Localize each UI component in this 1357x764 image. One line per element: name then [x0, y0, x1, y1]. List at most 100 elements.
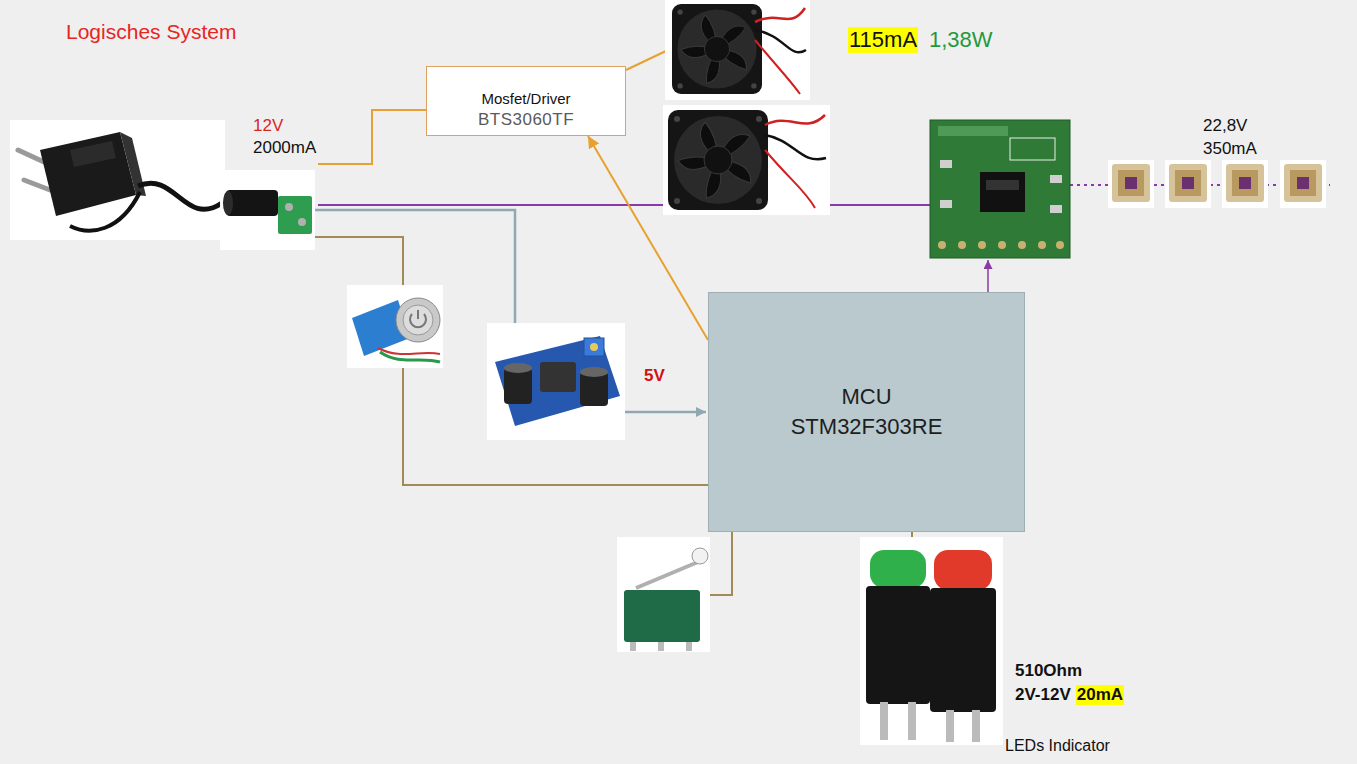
- supply-wire-orange: [318, 110, 426, 164]
- micro-switch-picture: [658, 642, 664, 651]
- fan-picture: [765, 135, 826, 159]
- led-driver-board-picture: [1010, 138, 1055, 160]
- box-text: MCU STM32F303RE: [791, 382, 943, 441]
- uv-led-picture: [1108, 160, 1326, 208]
- led-driver-board-picture: [1050, 175, 1062, 183]
- power-adapter-picture: [70, 141, 116, 167]
- indicator-lamp-picture: [870, 550, 926, 588]
- uv-led-picture: [1125, 177, 1137, 189]
- label-anchor: 12V: [253, 116, 283, 136]
- supply-wire-orange: [626, 50, 668, 70]
- led-driver-board-picture: [930, 120, 1070, 258]
- led-driver-board-picture: [938, 241, 946, 249]
- power-adapter-picture: [70, 192, 140, 231]
- uv-led-picture: [1226, 164, 1264, 202]
- buck-converter-picture: [580, 367, 608, 377]
- dc-jack-picture: [220, 170, 315, 250]
- power-wire-purple: [318, 204, 665, 206]
- value-label: 115mA: [848, 27, 918, 53]
- uv-led-picture: [1284, 164, 1322, 202]
- uv-led-picture: [1165, 160, 1211, 208]
- value-label: 20mA: [1076, 685, 1124, 705]
- uv-led-picture: [1222, 160, 1268, 208]
- power-adapter-picture: [138, 183, 222, 209]
- indicator-lamp-picture: [930, 588, 996, 712]
- dc-jack-picture: [285, 203, 293, 211]
- push-button-picture: [347, 285, 443, 368]
- value-label: 2V-12V: [1015, 685, 1071, 705]
- led-driver-board-picture: [980, 172, 1025, 212]
- box-text: BTS3060TF: [478, 109, 574, 130]
- indicator-lamp-picture: [880, 702, 888, 740]
- uv-led-picture: [1297, 177, 1309, 189]
- value-label: LEDs Indicator: [1005, 737, 1110, 755]
- led-driver-board-picture: [958, 241, 966, 249]
- label-anchor: 2V-12V: [1015, 685, 1071, 705]
- value-label: 1,38W: [929, 27, 993, 53]
- fan-picture: [755, 40, 800, 94]
- value-label: 2000mA: [253, 138, 316, 158]
- power-adapter-picture: [18, 150, 44, 162]
- mcu-box: MCU STM32F303RE: [708, 292, 1025, 532]
- indicator-lamp-picture: [946, 710, 954, 742]
- driver-box: Mosfet/DriverBTS3060TF: [426, 66, 626, 136]
- label-anchor: 5V: [644, 366, 665, 386]
- uv-led-picture: [1239, 177, 1251, 189]
- micro-switch-picture: [692, 548, 708, 564]
- indicator-lamp-picture: [972, 710, 980, 742]
- title-anchor: Logisches System: [66, 20, 236, 44]
- push-button-picture: [378, 348, 440, 354]
- uv-led-picture: [1118, 170, 1144, 196]
- uv-led-picture: [1182, 177, 1194, 189]
- micro-switch-picture: [630, 642, 636, 651]
- fan-picture: [665, 0, 810, 100]
- buck-converter-picture: [495, 336, 620, 426]
- led-driver-board-picture: [940, 200, 952, 208]
- supply-wire-gray: [315, 210, 706, 412]
- indicator-lamp-picture: [866, 586, 930, 704]
- led-driver-board-picture: [930, 120, 1070, 258]
- buck-converter-picture: [487, 323, 625, 440]
- push-button-picture: [396, 298, 440, 342]
- led-driver-board-picture: [940, 160, 952, 168]
- signal-wire-brown: [315, 237, 403, 287]
- box-text: Mosfet/Driver: [481, 90, 570, 109]
- push-button-picture: [347, 285, 443, 368]
- buck-converter-picture: [504, 368, 532, 404]
- value-label: 22,8V: [1203, 116, 1247, 136]
- push-button-picture: [417, 310, 419, 319]
- indicator-lamp-picture: [860, 537, 1003, 745]
- value-label: 510Ohm: [1015, 661, 1082, 681]
- label-anchor: 115mA: [848, 27, 918, 53]
- power-wire-purple: [987, 260, 989, 292]
- micro-switch-picture: [686, 642, 692, 651]
- buck-converter-picture: [590, 343, 598, 351]
- fan-picture: [765, 150, 815, 208]
- supply-wire-gray: [625, 411, 706, 414]
- label-anchor: 350mA: [1203, 139, 1257, 159]
- uv-led-picture: [1108, 160, 1154, 208]
- value-label: 12V: [253, 116, 283, 136]
- led-driver-board-picture: [1038, 241, 1046, 249]
- led-driver-board-picture: [1018, 241, 1026, 249]
- supply-wire-orange: [318, 50, 668, 164]
- fan-picture: [668, 110, 768, 210]
- buck-converter-picture: [504, 363, 532, 373]
- micro-switch-picture: [617, 537, 710, 652]
- led-driver-board-picture: [1056, 241, 1064, 249]
- micro-switch-picture: [636, 562, 698, 588]
- slide-title: Logisches System: [66, 20, 236, 44]
- power-adapter-picture: [24, 180, 50, 190]
- led-driver-board-picture: [938, 126, 1008, 136]
- fan-picture: [765, 115, 825, 125]
- value-label: 5V: [644, 366, 665, 386]
- push-button-picture: [403, 305, 433, 335]
- fan-picture: [665, 0, 810, 100]
- indicator-lamp-picture: [908, 702, 916, 740]
- buck-converter-picture: [487, 323, 625, 440]
- buck-converter-picture: [584, 338, 604, 356]
- uv-led-picture: [1112, 164, 1150, 202]
- led-driver-board-picture: [986, 180, 1019, 190]
